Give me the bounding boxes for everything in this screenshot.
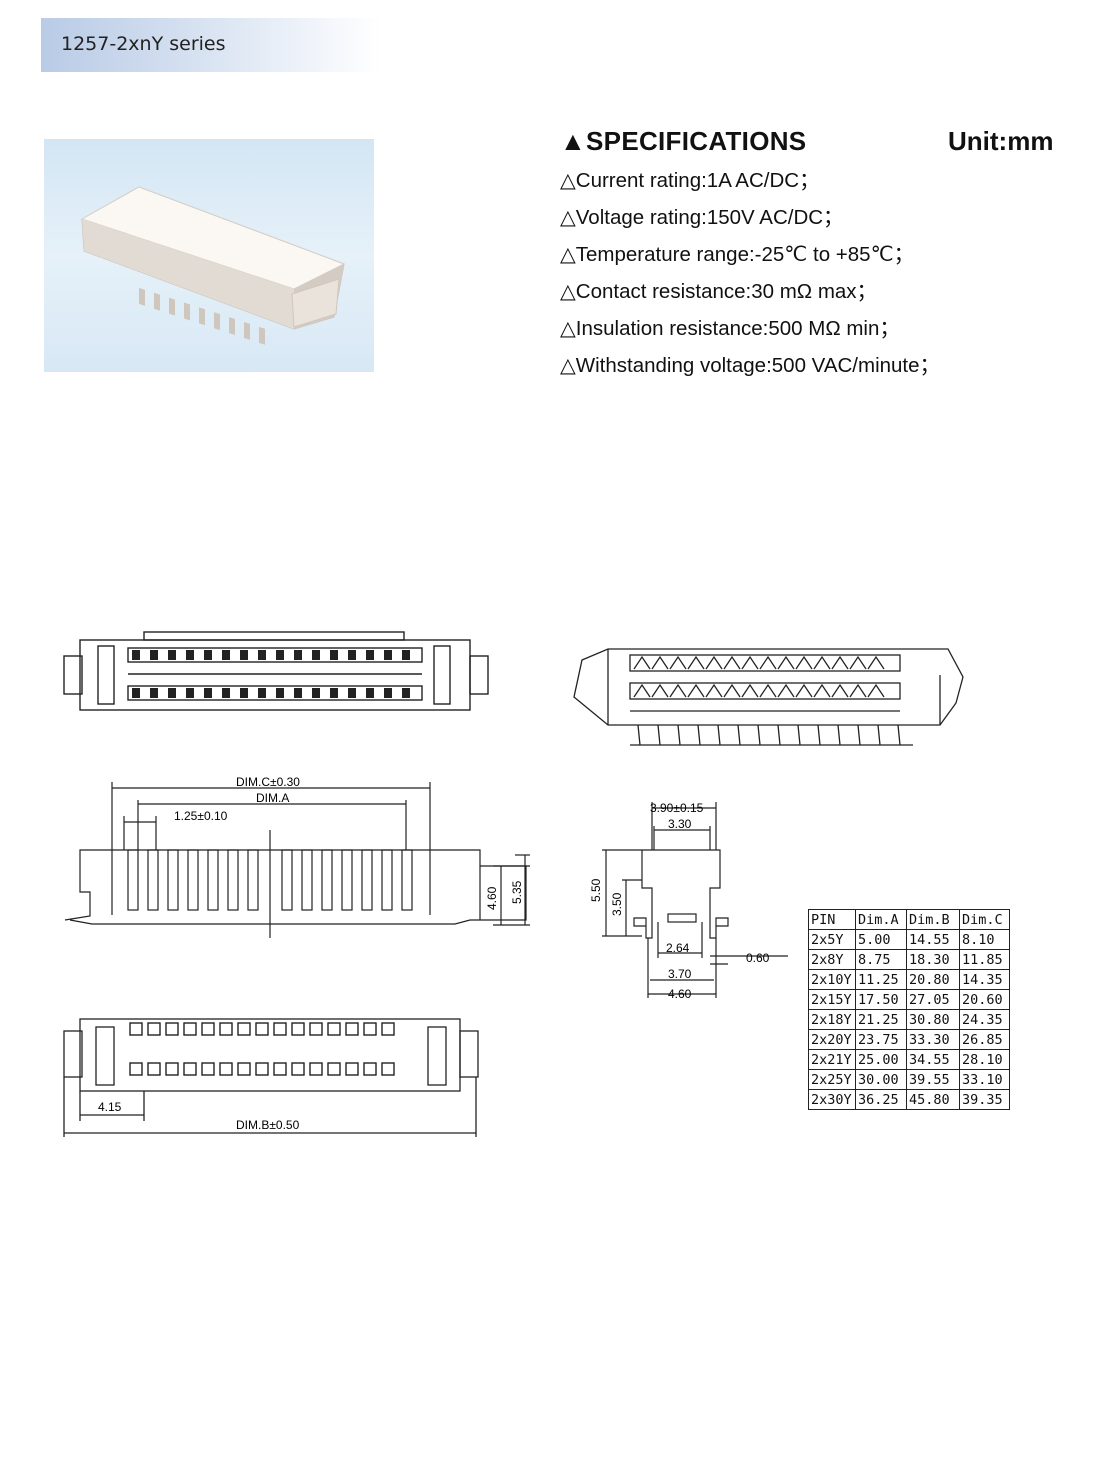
- side-width-2-64-label: 2.64: [666, 941, 690, 955]
- table-header-row: PIN Dim.A Dim.B Dim.C: [808, 909, 1010, 930]
- table-header-cell: Dim.A: [855, 909, 907, 930]
- side-width-3-30-label: 3.30: [668, 817, 692, 831]
- spec-contact-resistance: △Contact resistance:30 mΩ max；: [560, 280, 878, 303]
- table-cell: 36.25: [855, 1089, 907, 1110]
- table-header-cell: Dim.B: [906, 909, 960, 930]
- series-tab: 1257-2xnY series: [41, 18, 381, 72]
- table-cell: 2x15Y: [808, 989, 856, 1010]
- table-cell: 18.30: [906, 949, 960, 970]
- table-row: 2x18Y 21.25 30.80 24.35: [808, 1009, 1010, 1030]
- bottom-view-drawing: 4.15 DIM.B±0.50: [63, 1018, 479, 1137]
- table-cell: 5.00: [855, 929, 907, 950]
- table-row: 2x10Y 11.25 20.80 14.35: [808, 969, 1010, 990]
- table-cell: 17.50: [855, 989, 907, 1010]
- table-cell: 45.80: [906, 1089, 960, 1110]
- isometric-drawing: [573, 648, 964, 746]
- table-cell: 2x18Y: [808, 1009, 856, 1030]
- side-height-3-50-label: 3.50: [610, 892, 624, 916]
- front-view-drawing: DIM.C±0.30 DIM.A 1.25±0.10 4.60 5.35: [64, 775, 530, 938]
- table-cell: 30.00: [855, 1069, 907, 1090]
- table-cell: 8.75: [855, 949, 907, 970]
- table-cell: 11.85: [959, 949, 1010, 970]
- table-cell: 24.35: [959, 1009, 1010, 1030]
- table-row: 2x25Y 30.00 39.55 33.10: [808, 1069, 1010, 1090]
- table-row: 2x5Y 5.00 14.55 8.10: [808, 929, 1010, 950]
- dimension-table: PIN Dim.A Dim.B Dim.C 2x5Y 5.00 14.55 8.…: [808, 909, 1010, 1110]
- table-cell: 39.35: [959, 1089, 1010, 1110]
- specifications-unit: Unit:mm: [948, 126, 1054, 156]
- side-view-drawing: 3.90±0.15 3.30 5.50 3.50 2.64 0.60 3.70 …: [589, 801, 788, 1001]
- spec-current-rating: △Current rating:1A AC/DC；: [560, 169, 820, 192]
- spec-insulation-resistance: △Insulation resistance:500 MΩ min；: [560, 317, 900, 340]
- table-cell: 2x25Y: [808, 1069, 856, 1090]
- specifications-list: △Current rating:1A AC/DC； △Voltage ratin…: [560, 166, 940, 388]
- table-header-cell: PIN: [808, 909, 856, 930]
- table-cell: 8.10: [959, 929, 1010, 950]
- table-cell: 11.25: [855, 969, 907, 990]
- offset-label: 4.15: [98, 1100, 122, 1114]
- side-width-3-70-label: 3.70: [668, 967, 692, 981]
- table-cell: 33.10: [959, 1069, 1010, 1090]
- table-cell: 26.85: [959, 1029, 1010, 1050]
- table-cell: 2x5Y: [808, 929, 856, 950]
- table-cell: 39.55: [906, 1069, 960, 1090]
- series-label: 1257-2xnY series: [61, 33, 226, 55]
- connector-photo-image: [80, 186, 346, 345]
- side-width-3-90-label: 3.90±0.15: [650, 801, 704, 815]
- spec-voltage-rating: △Voltage rating:150V AC/DC；: [560, 206, 844, 229]
- spec-temperature-range: △Temperature range:-25℃ to +85℃；: [560, 243, 915, 266]
- height-4-60-label: 4.60: [485, 886, 499, 910]
- dim-c-label: DIM.C±0.30: [236, 775, 300, 789]
- table-cell: 30.80: [906, 1009, 960, 1030]
- table-cell: 2x10Y: [808, 969, 856, 990]
- table-cell: 27.05: [906, 989, 960, 1010]
- spec-withstanding-voltage: △Withstanding voltage:500 VAC/minute；: [560, 354, 941, 377]
- pitch-label: 1.25±0.10: [174, 809, 228, 823]
- table-cell: 2x21Y: [808, 1049, 856, 1070]
- table-cell: 34.55: [906, 1049, 960, 1070]
- top-view-drawing: [63, 631, 489, 711]
- product-photo: [44, 139, 374, 372]
- specifications-title: ▲SPECIFICATIONS: [560, 126, 807, 156]
- height-5-35-label: 5.35: [510, 880, 524, 904]
- table-row: 2x30Y 36.25 45.80 39.35: [808, 1089, 1010, 1110]
- table-cell: 2x8Y: [808, 949, 856, 970]
- dim-a-label: DIM.A: [256, 791, 289, 805]
- table-cell: 20.80: [906, 969, 960, 990]
- table-cell: 2x20Y: [808, 1029, 856, 1050]
- side-thickness-label: 0.60: [746, 951, 770, 965]
- table-row: 2x8Y 8.75 18.30 11.85: [808, 949, 1010, 970]
- table-row: 2x15Y 17.50 27.05 20.60: [808, 989, 1010, 1010]
- side-height-5-50-label: 5.50: [589, 878, 603, 902]
- table-row: 2x20Y 23.75 33.30 26.85: [808, 1029, 1010, 1050]
- table-cell: 21.25: [855, 1009, 907, 1030]
- table-header-cell: Dim.C: [959, 909, 1010, 930]
- side-width-4-60-label: 4.60: [668, 987, 692, 1001]
- table-cell: 20.60: [959, 989, 1010, 1010]
- table-cell: 33.30: [906, 1029, 960, 1050]
- table-cell: 14.35: [959, 969, 1010, 990]
- table-cell: 2x30Y: [808, 1089, 856, 1110]
- table-cell: 14.55: [906, 929, 960, 950]
- table-cell: 28.10: [959, 1049, 1010, 1070]
- dim-b-label: DIM.B±0.50: [236, 1118, 300, 1132]
- table-cell: 25.00: [855, 1049, 907, 1070]
- table-cell: 23.75: [855, 1029, 907, 1050]
- table-row: 2x21Y 25.00 34.55 28.10: [808, 1049, 1010, 1070]
